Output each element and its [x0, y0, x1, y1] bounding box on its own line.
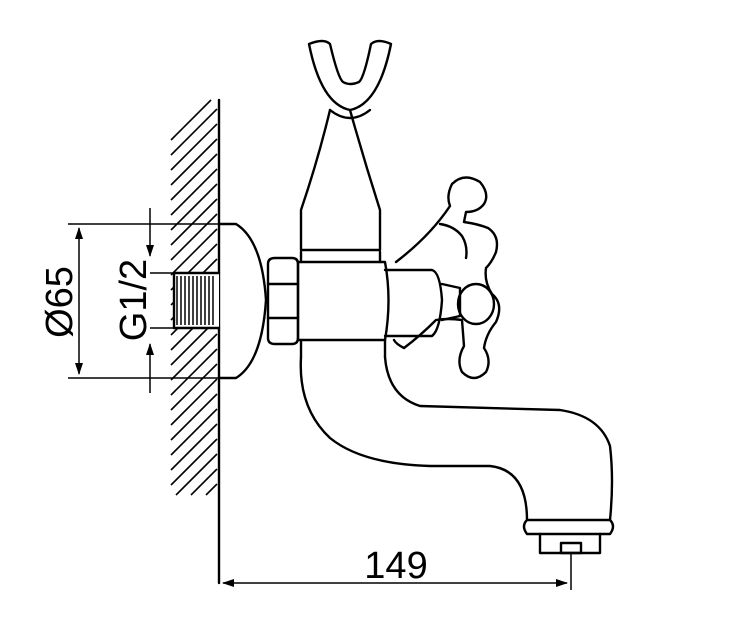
- valve-bonnet: [383, 268, 444, 338]
- wall-flange: [217, 222, 268, 380]
- dimension-thread-size: G1/2: [113, 208, 174, 393]
- valve-body: [296, 250, 390, 342]
- dimension-flange-diameter: Ø65: [39, 223, 219, 379]
- spout-reach-label: 149: [364, 545, 427, 587]
- flange-diameter-label: Ø65: [39, 266, 81, 338]
- hex-nut: [266, 256, 300, 346]
- thread-size-label: G1/2: [113, 259, 155, 341]
- shower-holder: [299, 39, 393, 252]
- spout: [299, 338, 615, 555]
- wall: [170, 98, 221, 585]
- cross-handle: [392, 176, 501, 380]
- threaded-pipe: [172, 271, 221, 330]
- dimension-spout-reach: 149: [222, 545, 572, 590]
